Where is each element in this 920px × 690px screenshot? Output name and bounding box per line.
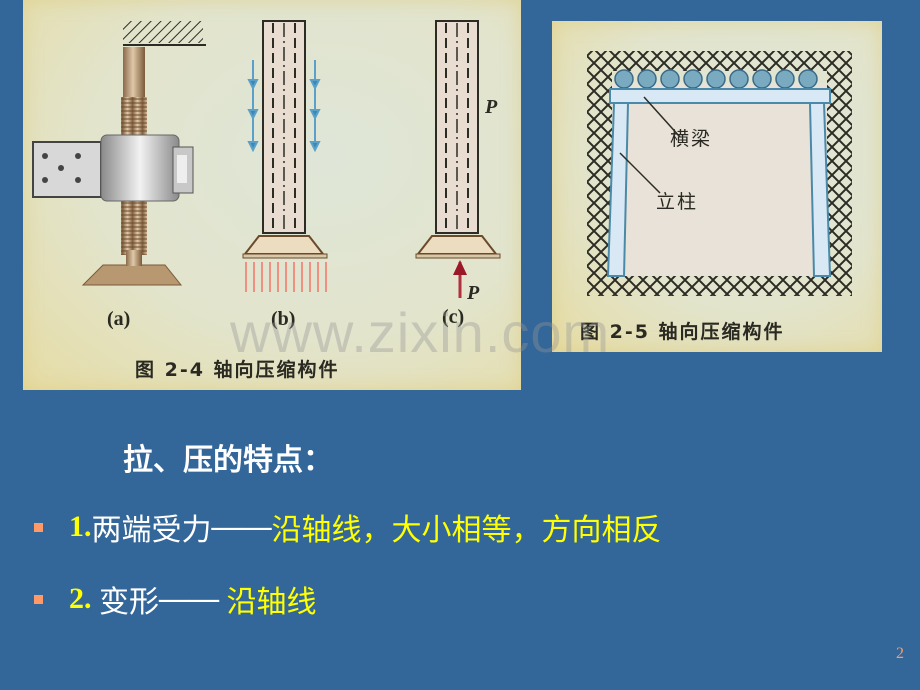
force-label-bottom: P xyxy=(467,282,480,304)
bullet-dash: —— xyxy=(211,510,272,543)
axial-compression-diagram xyxy=(32,20,501,298)
bullet-dash: —— xyxy=(159,582,227,615)
bullet-term: 变形 xyxy=(99,585,159,620)
sub-label-c: (c) xyxy=(442,306,465,328)
page-number: 2 xyxy=(896,645,904,662)
bullet-square-icon xyxy=(34,594,43,604)
callout-column: 立柱 xyxy=(656,191,699,213)
figure-caption: 图 2-4 轴向压缩构件 xyxy=(135,359,340,381)
bullet-square-icon xyxy=(34,522,43,532)
force-label-top: P xyxy=(485,96,498,118)
figure-caption: 图 2-5 轴向压缩构件 xyxy=(580,321,785,343)
callout-crossbeam: 横梁 xyxy=(670,128,713,150)
bullet-number: 2. xyxy=(69,582,99,615)
bullet-description: 沿轴线，大小相等，方向相反 xyxy=(271,513,662,548)
sub-label-a: (a) xyxy=(107,308,131,330)
bullet-number: 1. xyxy=(69,510,92,543)
figure-2-5: 横梁 立柱 图 2-5 轴向压缩构件 xyxy=(552,21,882,352)
bullet-term: 两端受力 xyxy=(91,513,212,548)
sub-label-b: (b) xyxy=(271,308,296,330)
tunnel-support-diagram xyxy=(587,51,852,296)
slide-heading: 拉、压的特点： xyxy=(123,443,333,478)
bullet-item-2: 2. 变形 —— 沿轴线 xyxy=(34,577,317,621)
figure-2-4: P P (a) (b) (c) 图 2-4 轴向压缩构件 xyxy=(23,0,521,390)
bullet-item-1: 1. 两端受力 —— 沿轴线，大小相等，方向相反 xyxy=(34,505,662,549)
bullet-description: 沿轴线 xyxy=(226,585,317,620)
